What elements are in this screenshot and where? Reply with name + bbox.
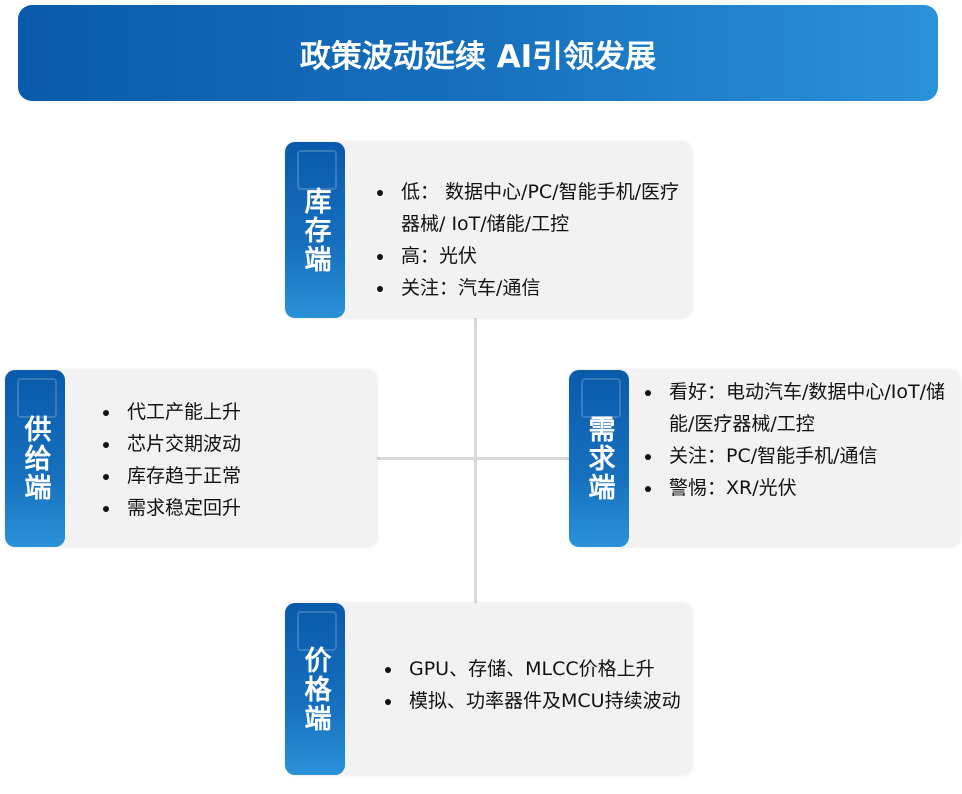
list-item: 警惕：XR/光伏: [663, 472, 962, 504]
demand-tab: 需求端: [569, 370, 629, 547]
list-item: 模拟、功率器件及MCU持续波动: [403, 685, 693, 717]
list-item: 代工产能上升: [121, 396, 381, 428]
demand-card: 需求端 看好：电动汽车/数据中心/IoT/储能/医疗器械/工控 关注：PC/智能…: [569, 370, 960, 547]
page-title: 政策波动延续 AI引领发展: [18, 5, 938, 101]
inventory-label: 库存端: [299, 186, 331, 274]
price-tab: 价格端: [285, 603, 345, 775]
list-item: GPU、存储、MLCC价格上升: [403, 653, 693, 685]
connector-horizontal: [377, 457, 570, 460]
connector-vertical: [474, 318, 477, 604]
box-icon: [297, 150, 337, 190]
price-label: 价格端: [299, 645, 331, 733]
price-card: 价格端 GPU、存储、MLCC价格上升 模拟、功率器件及MCU持续波动: [285, 603, 692, 775]
inventory-list: 低： 数据中心/PC/智能手机/医疗器械/ IoT/储能/工控 高：光伏 关注：…: [373, 176, 695, 304]
title-text: 政策波动延续 AI引领发展: [299, 38, 657, 75]
supply-tab: 供给端: [5, 370, 65, 547]
shopping-bag-icon: [17, 378, 57, 418]
demand-list: 看好：电动汽车/数据中心/IoT/储能/医疗器械/工控 关注：PC/智能手机/通…: [641, 376, 962, 504]
inventory-card: 库存端 低： 数据中心/PC/智能手机/医疗器械/ IoT/储能/工控 高：光伏…: [285, 142, 692, 318]
list-item: 芯片交期波动: [121, 428, 381, 460]
list-item: 低： 数据中心/PC/智能手机/医疗器械/ IoT/储能/工控: [395, 176, 695, 240]
list-item: 关注：PC/智能手机/通信: [663, 440, 962, 472]
demand-label: 需求端: [583, 415, 615, 502]
document-icon: [581, 378, 621, 418]
list-item: 关注：汽车/通信: [395, 272, 695, 304]
supply-label: 供给端: [19, 415, 51, 502]
inventory-tab: 库存端: [285, 142, 345, 318]
list-item: 高：光伏: [395, 240, 695, 272]
list-item: 需求稳定回升: [121, 492, 381, 524]
supply-list: 代工产能上升 芯片交期波动 库存趋于正常 需求稳定回升: [99, 396, 381, 524]
list-item: 库存趋于正常: [121, 460, 381, 492]
price-list: GPU、存储、MLCC价格上升 模拟、功率器件及MCU持续波动: [381, 653, 693, 717]
list-item: 看好：电动汽车/数据中心/IoT/储能/医疗器械/工控: [663, 376, 962, 440]
trend-chart-icon: [297, 611, 337, 651]
supply-card: 供给端 代工产能上升 芯片交期波动 库存趋于正常 需求稳定回升: [5, 370, 377, 547]
